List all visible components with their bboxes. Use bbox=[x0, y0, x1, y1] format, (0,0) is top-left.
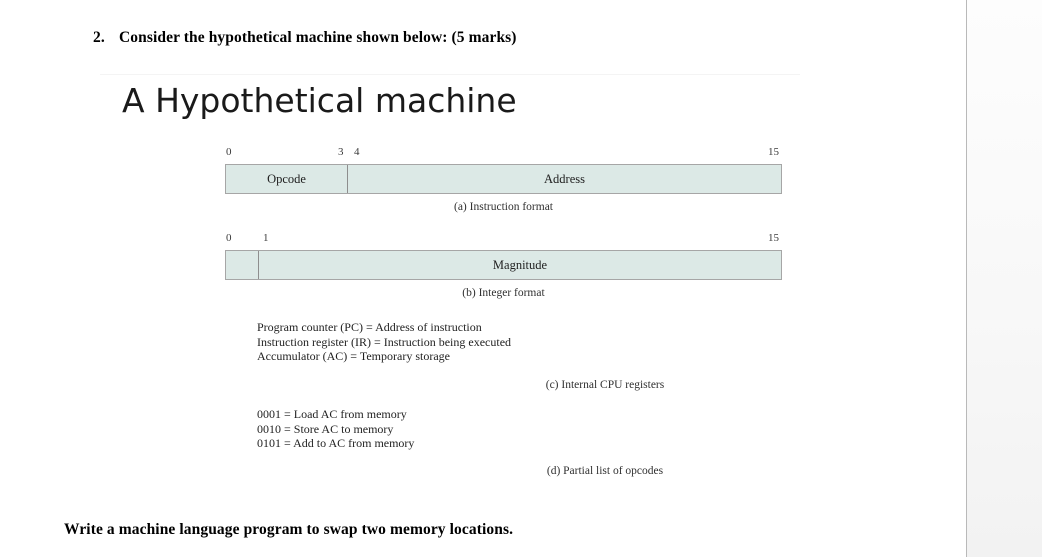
slide-image: A Hypothetical machine 0 3 4 15 Opcode A… bbox=[100, 74, 800, 487]
panel-divider bbox=[966, 0, 967, 557]
bottom-prompt: Write a machine language program to swap… bbox=[64, 521, 514, 538]
integer-bit-label-mid: 1 bbox=[263, 232, 269, 244]
cpu-register-line-ac: Accumulator (AC) = Temporary storage bbox=[257, 349, 450, 363]
instruction-format-diagram: 0 3 4 15 Opcode Address (a) Instruction … bbox=[100, 147, 800, 217]
integer-bit-label-start: 0 bbox=[226, 232, 232, 244]
cpu-register-line-ir: Instruction register (IR) = Instruction … bbox=[257, 334, 512, 349]
right-side-panel bbox=[967, 0, 1042, 557]
instruction-format-box: Opcode Address bbox=[225, 164, 782, 194]
slide-title: A Hypothetical machine bbox=[122, 81, 517, 120]
opcode-line-load: 0001 = Load AC from memory bbox=[257, 407, 407, 421]
integer-format-diagram: 0 1 15 Magnitude (b) Integer format bbox=[100, 233, 800, 303]
opcode-line-store: 0010 = Store AC to memory bbox=[257, 421, 394, 436]
question-number: 2. bbox=[93, 29, 105, 46]
instruction-bit-label-mid-left: 3 bbox=[338, 146, 344, 158]
question-text: Consider the hypothetical machine shown … bbox=[119, 29, 517, 46]
question-heading: 2. Consider the hypothetical machine show… bbox=[93, 29, 517, 47]
instruction-bit-label-mid-right: 4 bbox=[354, 146, 360, 158]
instruction-bit-label-end: 15 bbox=[768, 146, 779, 158]
instruction-field-address: Address bbox=[348, 165, 781, 193]
integer-field-magnitude: Magnitude bbox=[259, 251, 781, 279]
cpu-register-line-pc: Program counter (PC) = Address of instru… bbox=[257, 320, 482, 334]
integer-bit-label-end: 15 bbox=[768, 232, 779, 244]
opcodes-caption: (d) Partial list of opcodes bbox=[546, 465, 664, 477]
opcode-line-add: 0101 = Add to AC from memory bbox=[257, 436, 415, 450]
integer-format-caption: (b) Integer format bbox=[462, 287, 545, 299]
opcodes-block: 0001 = Load AC from memory 0010 = Store … bbox=[257, 407, 414, 451]
instruction-format-caption: (a) Instruction format bbox=[454, 201, 553, 213]
integer-format-box: Magnitude bbox=[225, 250, 782, 280]
instruction-field-opcode: Opcode bbox=[226, 165, 348, 193]
integer-field-magnitude-label: Magnitude bbox=[492, 257, 548, 272]
integer-field-sign bbox=[226, 251, 259, 279]
instruction-field-address-label: Address bbox=[544, 171, 585, 186]
cpu-registers-block: Program counter (PC) = Address of instru… bbox=[257, 320, 511, 364]
instruction-field-opcode-label: Opcode bbox=[267, 171, 306, 186]
instruction-bit-label-start: 0 bbox=[226, 146, 232, 158]
cpu-registers-caption: (c) Internal CPU registers bbox=[545, 379, 665, 391]
